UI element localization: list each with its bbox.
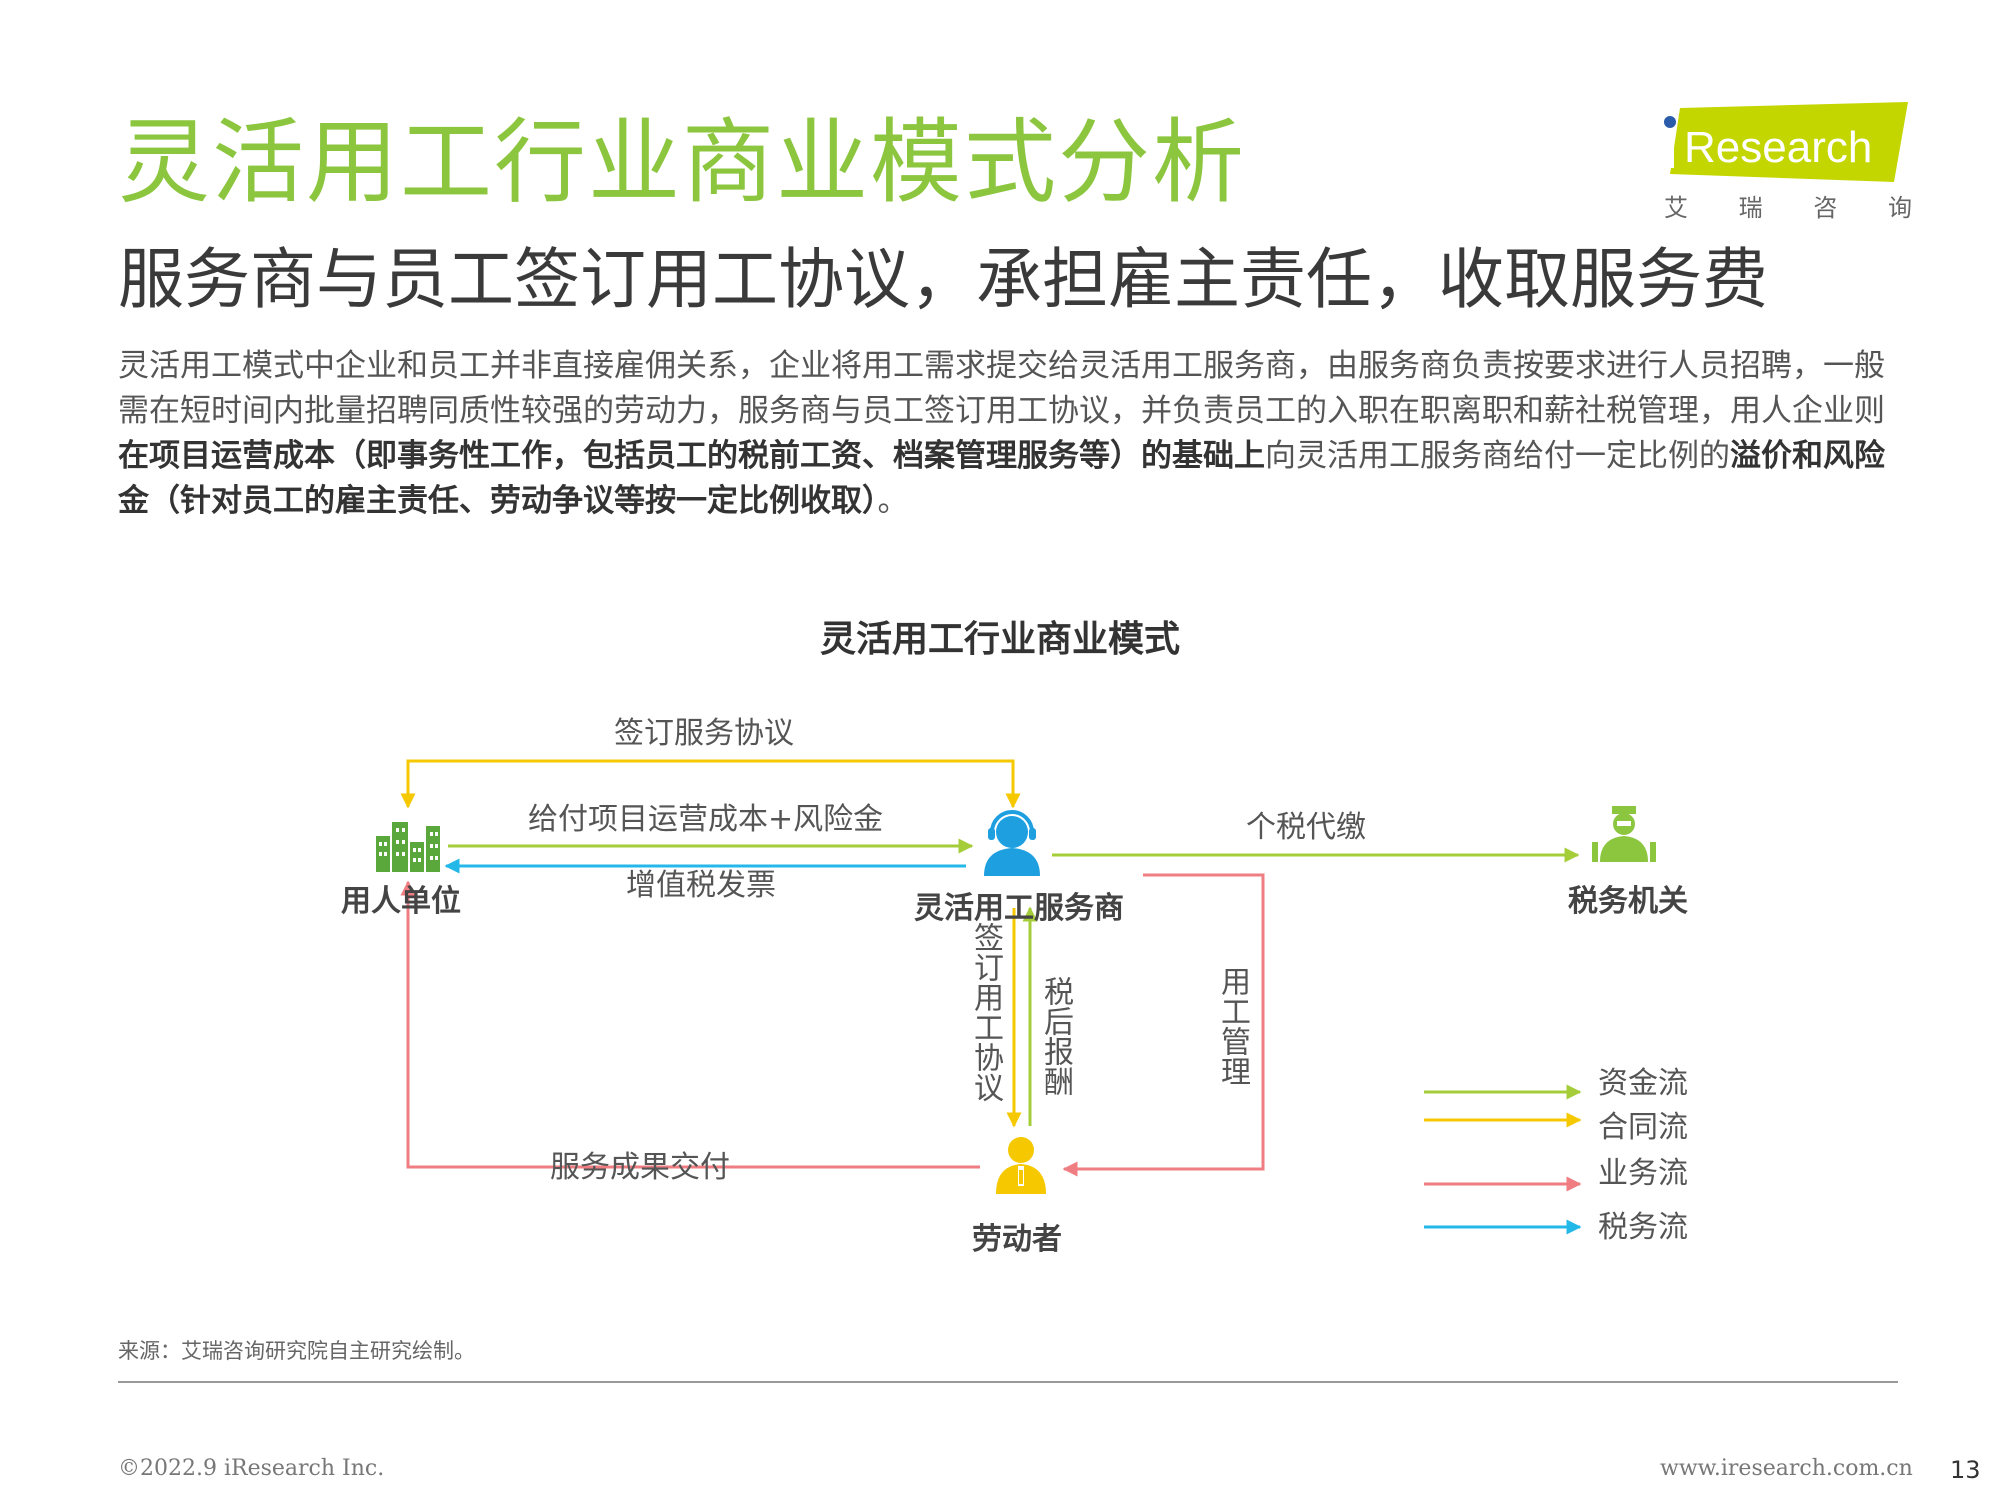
logo-sub-char: 瑞 (1738, 194, 1763, 222)
page-subtitle: 服务商与员工签订用工协议，承担雇主责任，收取服务费 (118, 241, 1768, 318)
label-sign-service: 签订服务协议 (614, 716, 794, 751)
building-icon (376, 822, 440, 872)
legend-business: 业务流 (1598, 1156, 1688, 1191)
logo-sub-char: 咨 (1813, 194, 1838, 222)
node-tax-authority: 税务机关 (1568, 884, 1688, 919)
page-number: 13 (1950, 1456, 1981, 1484)
edge-deliver (400, 880, 980, 1169)
label-sign-labor: 签订用工协议 (968, 922, 1003, 1102)
footer-divider (118, 1381, 1898, 1383)
logo-sub-char: 询 (1887, 194, 1912, 222)
customer-service-icon (984, 810, 1040, 876)
para-bold: 溢价和风险金（针对员工的雇主责任、劳动争议等按一定比例收取） (118, 438, 1885, 519)
legend-contract: 合同流 (1598, 1110, 1688, 1145)
tax-officer-icon (1592, 806, 1656, 862)
para-text: 。 (877, 483, 909, 519)
iresearch-logo: Research (1662, 102, 1908, 182)
copyright: ©2022.9 iResearch Inc. (118, 1456, 385, 1481)
logo-sub-char: 艾 (1664, 194, 1688, 222)
para-text: 灵活用工模式中企业和员工并非直接雇佣关系，企业将用工需求提交给灵活用工服务商，由… (118, 348, 1885, 429)
description-paragraph: 灵活用工模式中企业和员工并非直接雇佣关系，企业将用工需求提交给灵活用工服务商，由… (118, 344, 1898, 524)
label-after-tax-pay: 税后报酬 (1038, 976, 1073, 1096)
para-bold: 在项目运营成本（即事务性工作，包括员工的税前工资、档案管理服务等）的基础上 (118, 438, 1265, 474)
legend-money: 资金流 (1598, 1066, 1688, 1101)
label-deliver: 服务成果交付 (550, 1150, 730, 1185)
logo-subtitle: 艾 瑞 咨 询 (1664, 188, 1912, 223)
label-vat-invoice: 增值税发票 (626, 868, 776, 903)
edge-labor-mgmt (1062, 873, 1265, 1177)
page-title: 灵活用工行业商业模式分析 (118, 109, 1247, 216)
source-note: 来源：艾瑞咨询研究院自主研究绘制。 (118, 1339, 475, 1363)
logo-text: Research (1684, 123, 1872, 172)
node-provider: 灵活用工服务商 (914, 891, 1124, 926)
label-pay-cost: 给付项目运营成本+风险金 (528, 802, 884, 837)
diagram-title: 灵活用工行业商业模式 (819, 619, 1180, 660)
label-labor-mgmt: 用工管理 (1215, 966, 1250, 1086)
node-employer: 用人单位 (341, 884, 461, 919)
worker-icon (996, 1137, 1046, 1194)
website-link[interactable]: www.iresearch.com.cn (1660, 1456, 1913, 1481)
legend-tax: 税务流 (1598, 1210, 1688, 1245)
node-worker: 劳动者 (972, 1222, 1062, 1257)
label-income-tax: 个税代缴 (1246, 810, 1366, 845)
para-text: 向灵活用工服务商给付一定比例的 (1265, 438, 1730, 474)
